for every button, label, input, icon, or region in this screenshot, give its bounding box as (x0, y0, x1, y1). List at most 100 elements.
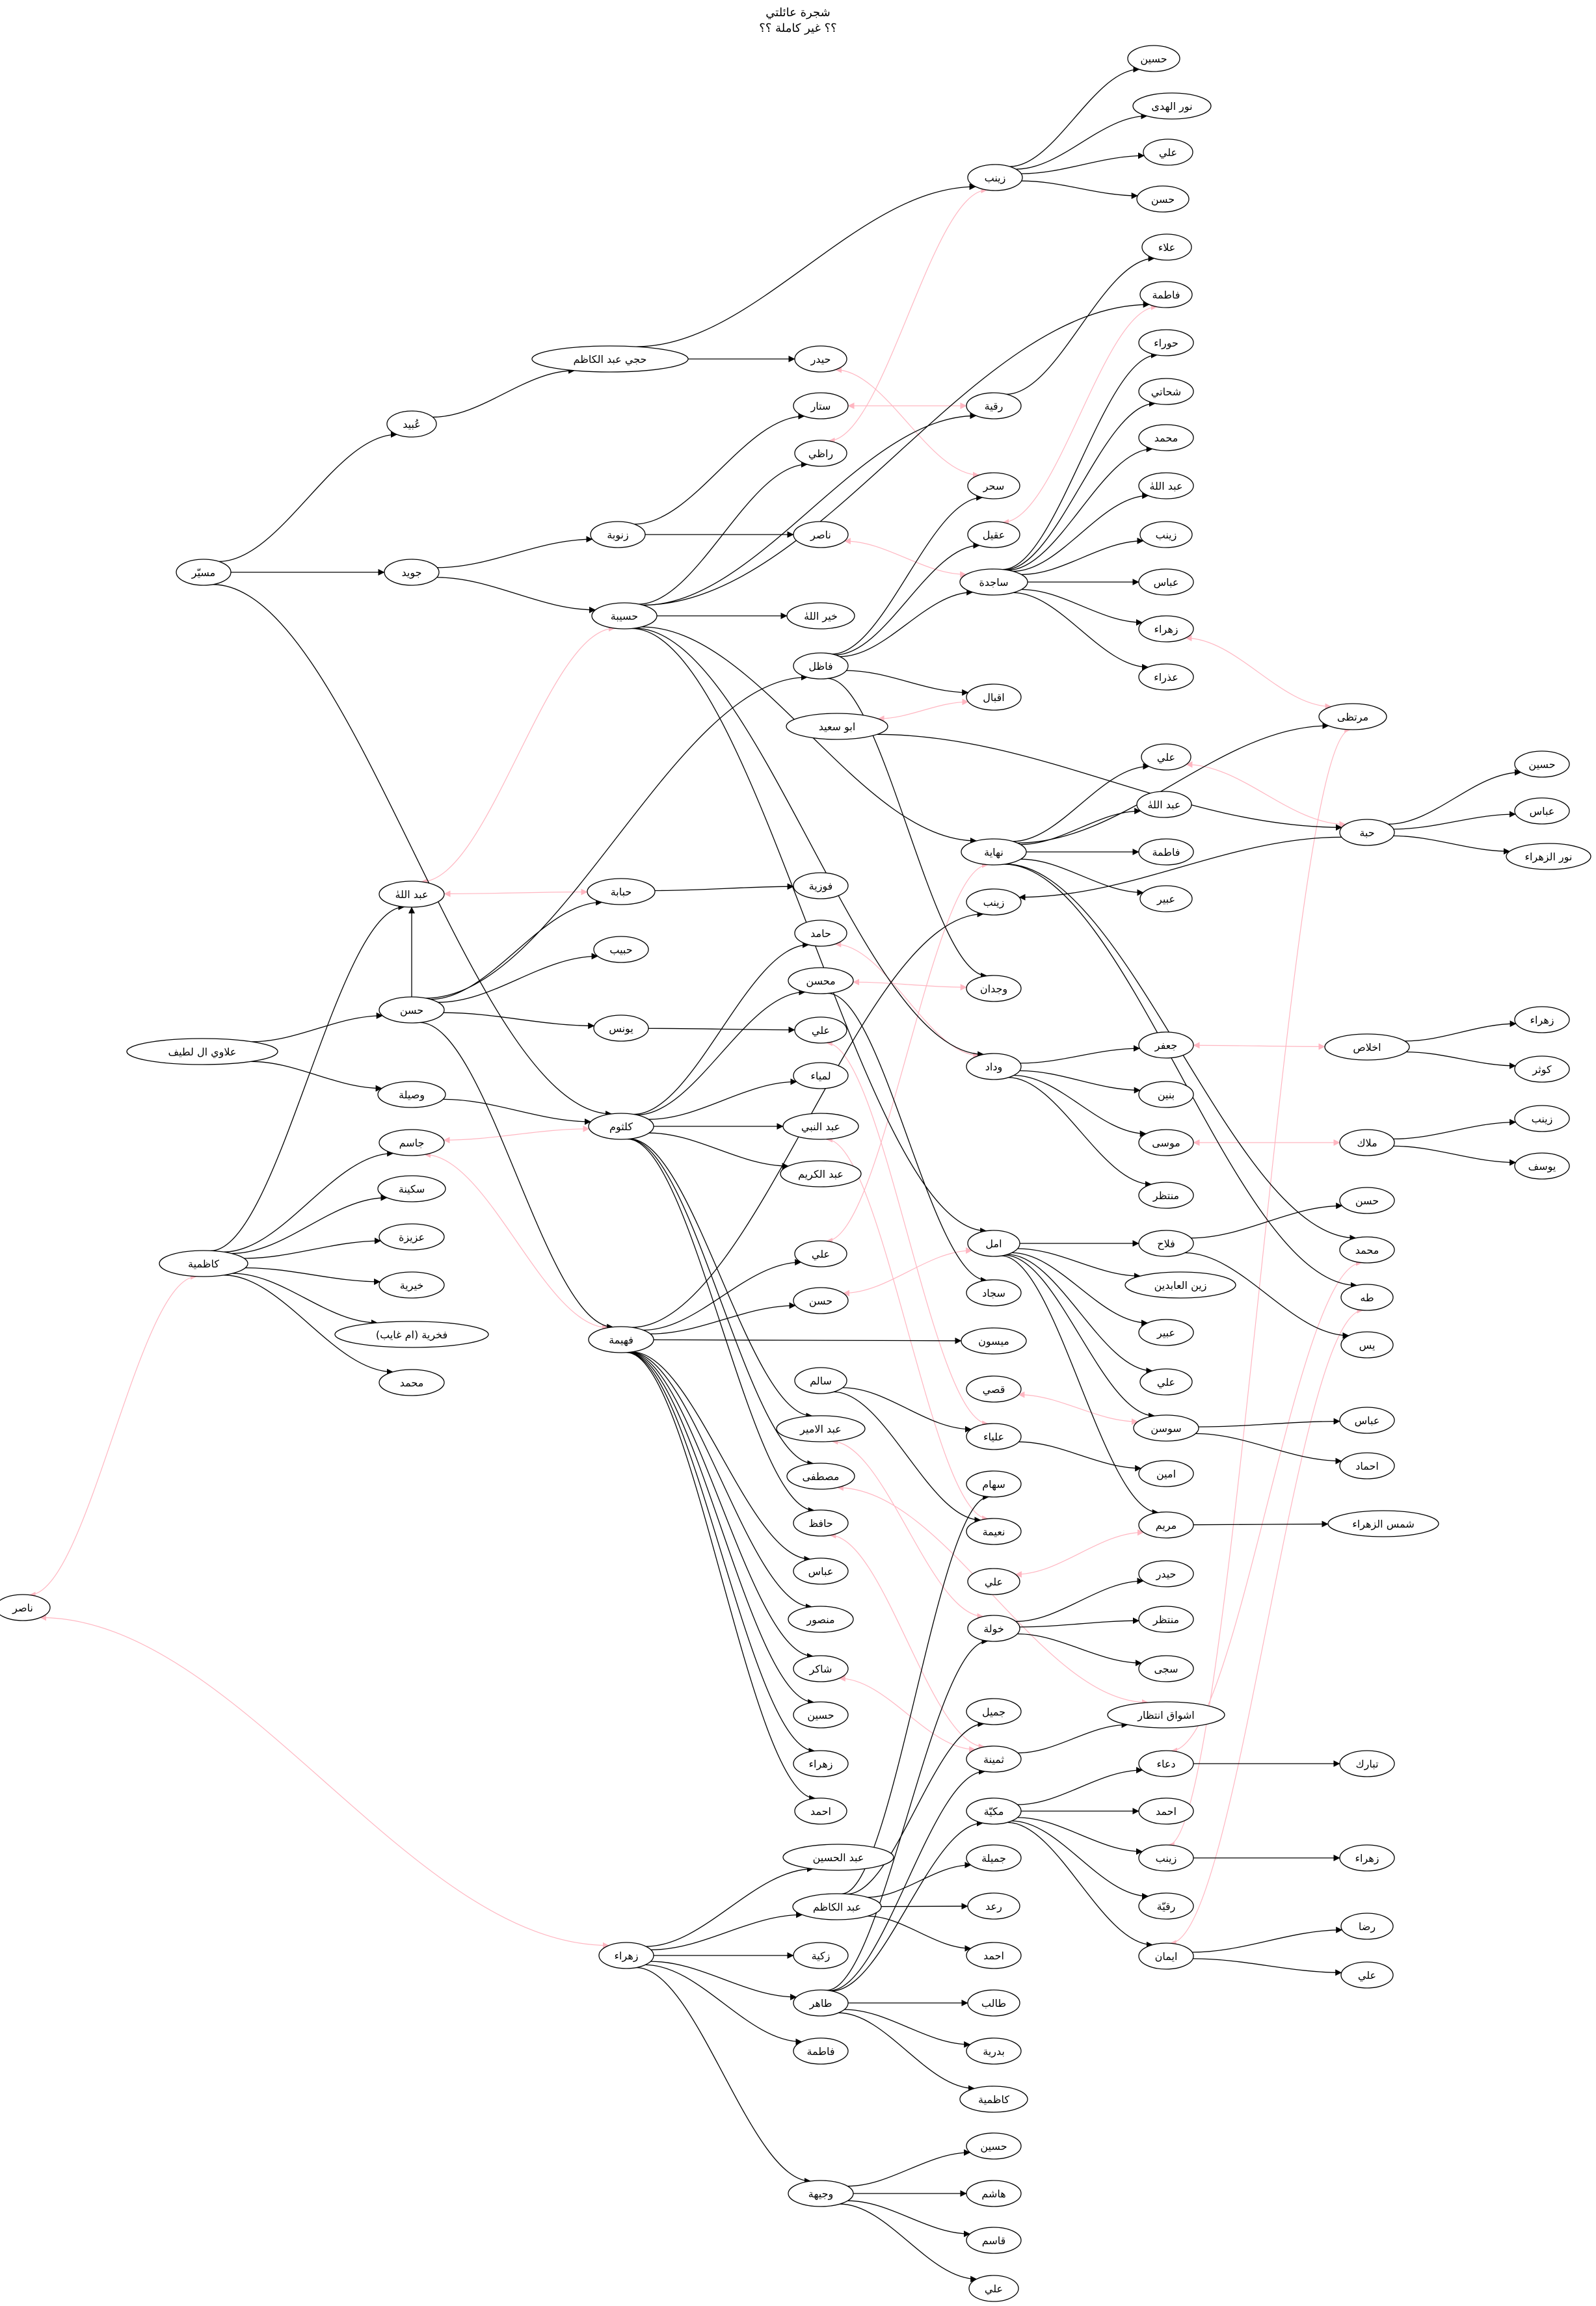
descent-edge (1017, 1767, 1143, 1805)
person-ellipse (793, 521, 849, 548)
person-label: يس (1359, 1339, 1376, 1352)
person-ellipse (1127, 45, 1180, 72)
person-label: عبد اللهٰ (395, 888, 428, 901)
edges-layer (29, 66, 1521, 2283)
descent-edge (1015, 113, 1148, 170)
person-ellipse (967, 1230, 1020, 1257)
marriage-edge (843, 1247, 973, 1297)
person-ellipse (966, 888, 1022, 916)
descent-edge (232, 1273, 378, 1327)
person-node: رقية (966, 392, 1022, 419)
descent-edge (1013, 492, 1149, 572)
person-label: تبارك (1355, 1758, 1378, 1771)
person-ellipse (966, 1745, 1022, 1773)
descent-edge (1007, 1822, 1153, 1948)
marriage-edge (877, 698, 969, 722)
person-label: محمد (400, 1377, 424, 1389)
descent-edge (1192, 1926, 1343, 1953)
person-label: عذراء (1154, 671, 1178, 684)
descent-edge (642, 301, 1150, 606)
descent-edge (1002, 351, 1158, 570)
person-ellipse (1107, 1701, 1225, 1729)
descent-edge (1004, 1254, 1155, 1420)
person-ellipse (793, 1509, 849, 1537)
descent-edge (1017, 722, 1329, 843)
person-node: شاكر (793, 1655, 849, 1682)
descent-edge (1009, 66, 1140, 167)
descent-edge (1020, 808, 1141, 845)
marriage-edge (1169, 1306, 1364, 1947)
person-node: قاسم (966, 2227, 1022, 2254)
person-ellipse (1324, 1033, 1410, 1061)
person-node: علي (794, 1016, 847, 1044)
marriage-edge (1002, 303, 1158, 526)
descent-edge (1006, 255, 1155, 395)
person-label: شاكر (809, 1663, 832, 1676)
person-ellipse (598, 1942, 654, 1969)
marriage-edge (844, 538, 967, 578)
person-label: سوسن (1150, 1422, 1181, 1435)
person-node: علياء (966, 1423, 1022, 1450)
person-node: عذراء (1138, 663, 1194, 691)
person-ellipse (159, 1250, 248, 1277)
person-ellipse (1138, 1892, 1194, 1920)
person-ellipse (967, 164, 1023, 191)
person-node: نور الزهراء (1506, 843, 1591, 870)
person-label: فوزية (809, 880, 833, 893)
marriage-edge (835, 366, 979, 479)
person-label: كاظمية (978, 2093, 1009, 2106)
person-label: ساجدة (979, 576, 1009, 589)
person-label: محمد (1154, 432, 1178, 444)
person-label: عزيزة (399, 1231, 425, 1244)
person-node: حسيبة (591, 602, 658, 630)
person-node: علي (1143, 139, 1193, 166)
person-label: كاظمية (188, 1258, 219, 1270)
person-node: علي (967, 1568, 1020, 1595)
person-node: حبة (1339, 819, 1395, 846)
person-node: كوثر (1514, 1055, 1570, 1083)
person-label: منتظر (1152, 1189, 1179, 1202)
person-label: زينب (985, 172, 1006, 185)
person-ellipse (788, 967, 854, 994)
person-label: اخلاص (1353, 1041, 1381, 1054)
person-ellipse (386, 410, 437, 438)
person-ellipse (793, 1701, 849, 1729)
person-node: يوسف (1514, 1152, 1570, 1180)
person-node: زينب (966, 888, 1022, 916)
marriage-edge (29, 1273, 198, 1598)
descent-edge (1018, 1441, 1142, 1472)
person-ellipse (966, 392, 1022, 419)
person-node: علي (968, 2275, 1019, 2302)
person-node: احمد (794, 1797, 847, 1825)
descent-edge (211, 903, 405, 1251)
person-label: عبد الكريم (798, 1168, 844, 1181)
person-label: حبيب (609, 944, 632, 956)
marriage-edge (829, 1531, 985, 1751)
person-node: احمد (1138, 1797, 1194, 1825)
person-ellipse (966, 1470, 1022, 1498)
descent-edge (1017, 1633, 1142, 1667)
descent-edge (840, 589, 974, 657)
person-ellipse (793, 2037, 849, 2065)
person-node: جميل (966, 1698, 1022, 1725)
person-ellipse (1514, 1006, 1570, 1033)
descent-edge (1017, 1248, 1141, 1280)
person-node: حيدر (1138, 1560, 1194, 1587)
marriage-edge (1185, 635, 1332, 710)
person-ellipse (966, 1797, 1022, 1825)
person-ellipse (967, 521, 1020, 548)
person-node: مكيّة (966, 1797, 1022, 1825)
person-node: منتظر (1138, 1182, 1194, 1209)
person-ellipse (959, 568, 1028, 596)
person-label: اقبال (983, 691, 1004, 704)
person-label: نور الهدى (1151, 100, 1192, 113)
person-ellipse (1506, 843, 1591, 870)
descent-edge (244, 1238, 381, 1259)
descent-edge (438, 953, 598, 1003)
person-node: زهراء (793, 1750, 849, 1777)
descent-edge (633, 941, 810, 1115)
person-ellipse (782, 1113, 859, 1140)
person-label: رقية (985, 400, 1004, 413)
person-node: وصيلة (377, 1081, 446, 1108)
person-ellipse (1138, 1655, 1194, 1682)
